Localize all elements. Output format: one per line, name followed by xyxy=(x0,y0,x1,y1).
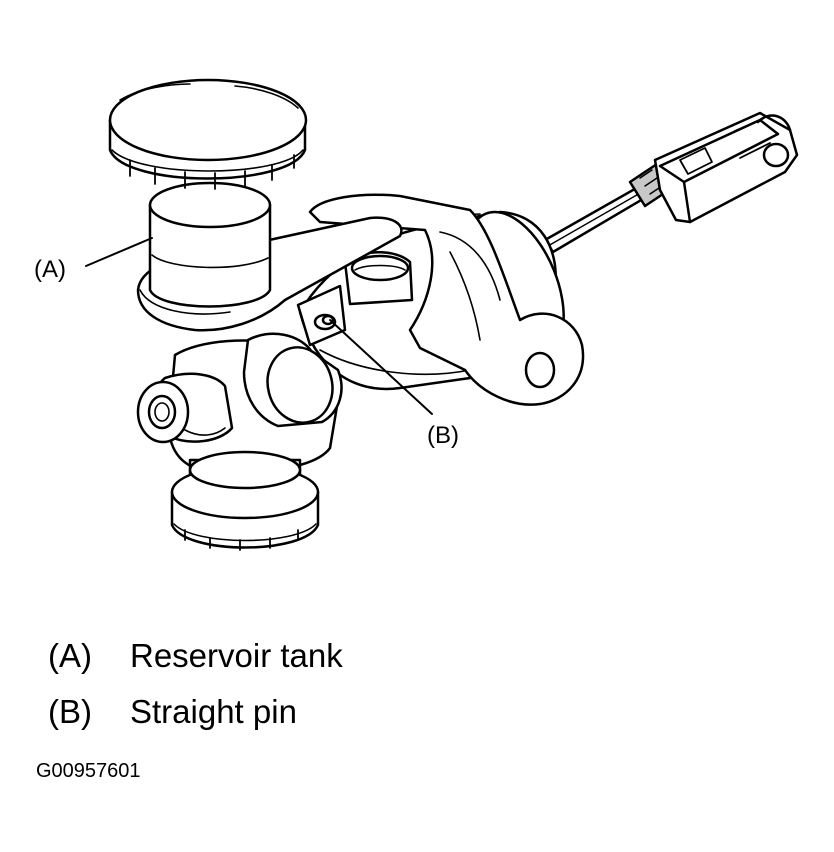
legend-row: (A) Reservoir tank xyxy=(48,636,343,676)
mounting-flange xyxy=(308,193,585,406)
straight-pin-boss xyxy=(296,284,347,347)
reservoir-tank xyxy=(108,78,403,332)
callout-label-a: (A) xyxy=(34,256,66,283)
push-rod xyxy=(543,184,650,254)
legend-label: Reservoir tank xyxy=(130,637,343,674)
callout-label-b: (B) xyxy=(427,422,459,449)
outlet-port xyxy=(242,332,343,428)
legend-key: (A) xyxy=(48,637,92,674)
legend-key: (B) xyxy=(48,693,92,730)
lower-port-nut xyxy=(170,450,320,551)
master-cylinder-illustration xyxy=(85,78,799,551)
legend-row: (B) Straight pin xyxy=(48,692,297,732)
clevis-yoke xyxy=(628,111,799,224)
figure-id: G00957601 xyxy=(36,760,141,782)
leader-line-a xyxy=(85,237,153,267)
leader-line-b xyxy=(329,319,433,415)
legend-label: Straight pin xyxy=(130,693,297,730)
